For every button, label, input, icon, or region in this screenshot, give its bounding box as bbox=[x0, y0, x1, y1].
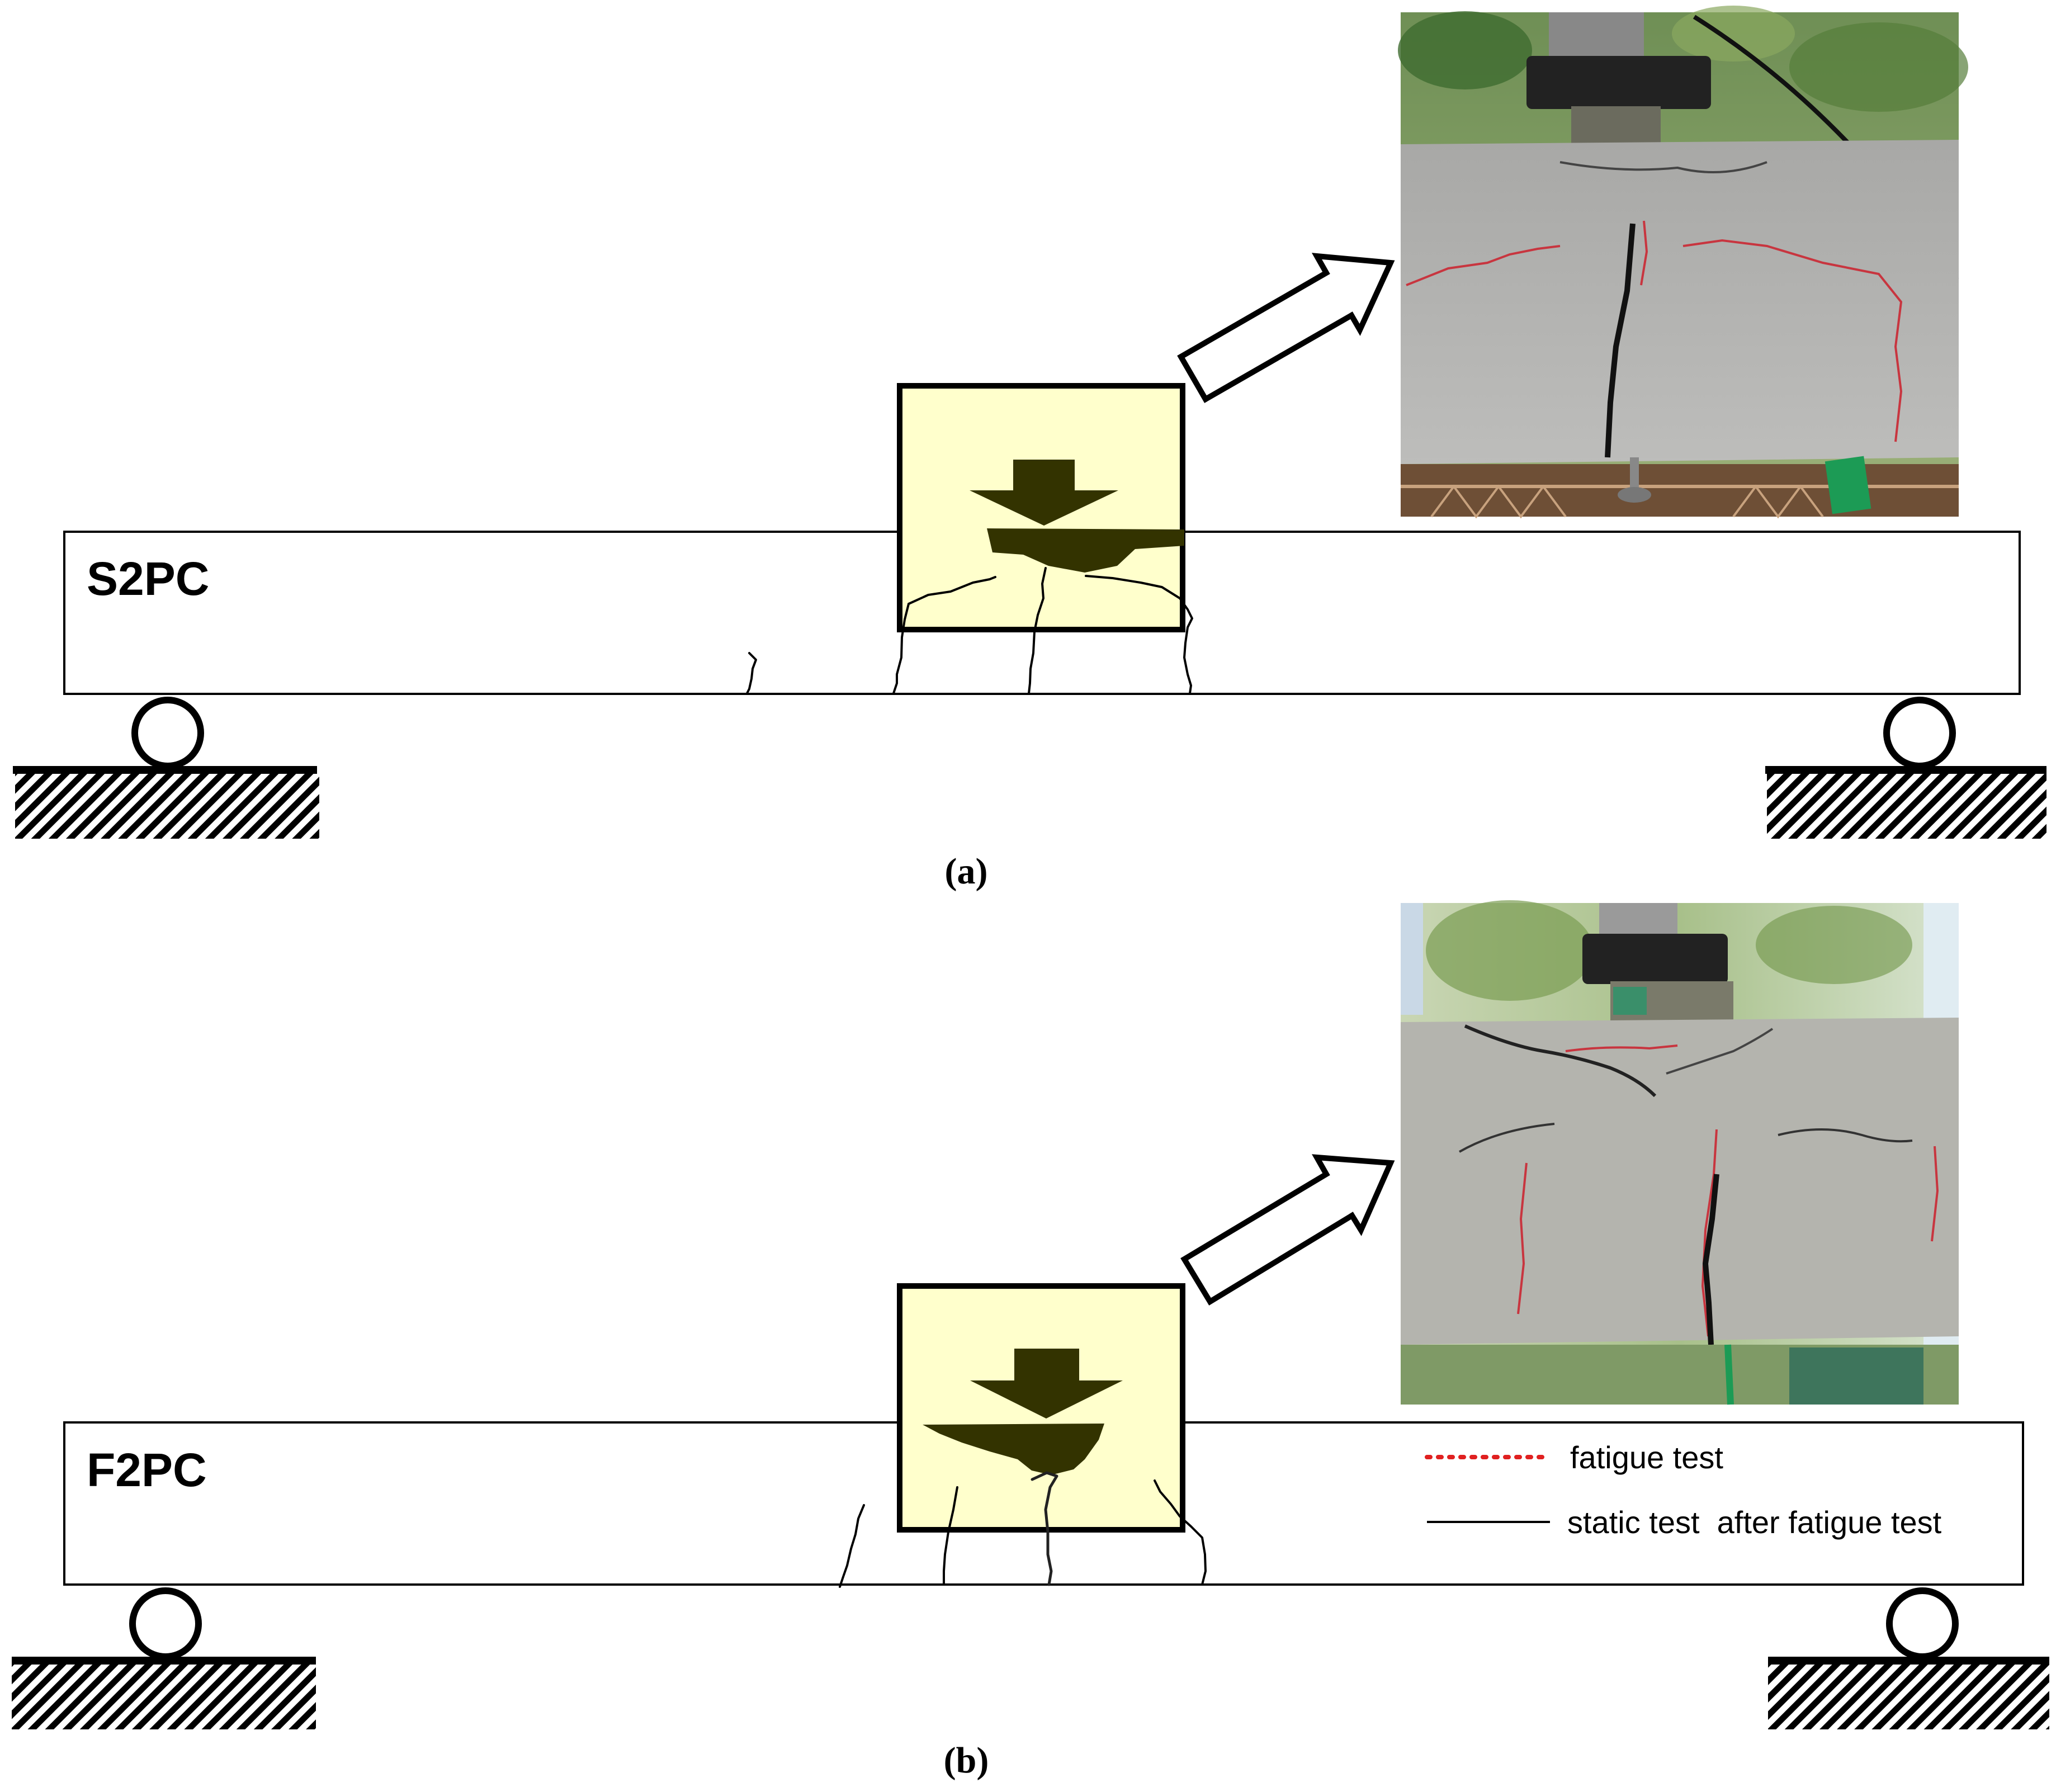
panel-b: F2PC fatigue test static test after fati… bbox=[12, 900, 2049, 1781]
legend-static-label: static test after fatigue test bbox=[1567, 1505, 1942, 1540]
legend: fatigue test static test after fatigue t… bbox=[1425, 1440, 1942, 1540]
photo-b bbox=[1401, 900, 1959, 1405]
callout-arrow-icon bbox=[1177, 253, 1395, 403]
roller-support-icon bbox=[1886, 1587, 1959, 1660]
roller-support-icon bbox=[1883, 697, 1956, 769]
cracks-a bbox=[746, 567, 1193, 694]
left-support-b bbox=[12, 1587, 316, 1729]
legend-fatigue-label: fatigue test bbox=[1570, 1440, 1723, 1475]
photo-a bbox=[1398, 6, 1968, 519]
crushing-zone-b bbox=[923, 1424, 1104, 1475]
beam-label-a: S2PC bbox=[87, 552, 209, 605]
caption-b: (b) bbox=[944, 1740, 989, 1781]
left-support-a bbox=[13, 697, 319, 839]
load-arrow-icon bbox=[970, 1349, 1123, 1419]
crushing-zone-a bbox=[987, 528, 1184, 573]
panel-a: S2PC (a) bbox=[13, 6, 2046, 892]
right-support-b bbox=[1768, 1587, 2049, 1729]
caption-a: (a) bbox=[945, 851, 988, 892]
right-support-a bbox=[1765, 697, 2046, 839]
load-arrow-icon bbox=[970, 460, 1118, 526]
roller-support-icon bbox=[131, 697, 204, 769]
callout-arrow-icon bbox=[1180, 1154, 1395, 1306]
beam-label-b: F2PC bbox=[87, 1444, 207, 1496]
cracks-b bbox=[839, 1471, 1207, 1588]
roller-support-icon bbox=[129, 1587, 202, 1660]
